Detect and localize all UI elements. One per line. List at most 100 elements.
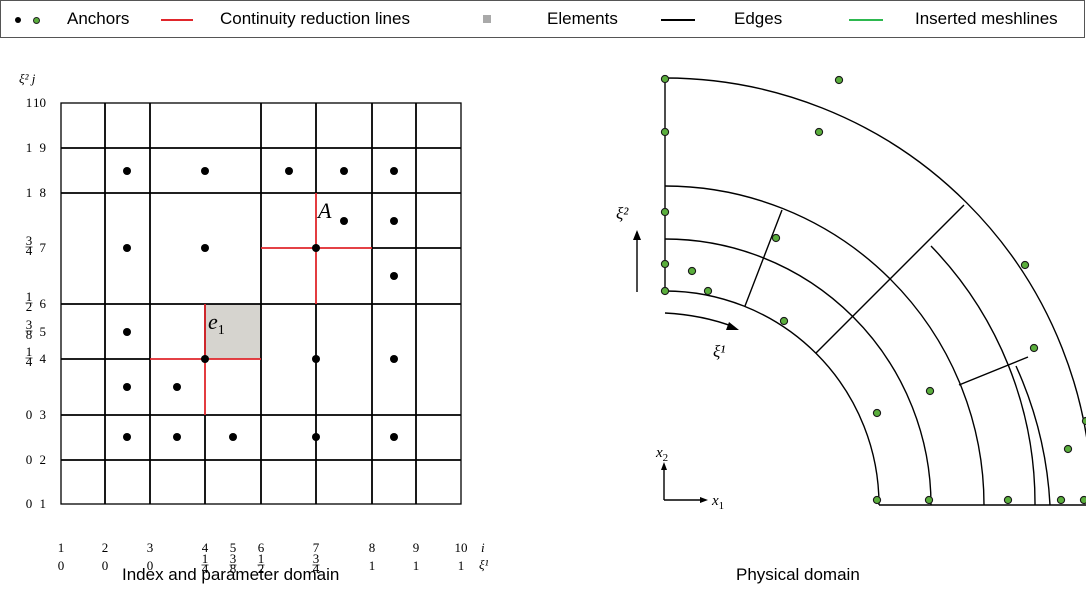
i-tick-label: 9 <box>413 540 420 555</box>
xi2-tick-label: 12 <box>25 289 33 314</box>
xi2-tick-label: 1 <box>26 185 33 200</box>
xi1-arrow <box>664 312 735 328</box>
x2-axis-head <box>661 462 667 470</box>
legend-continuity-label: Continuity reduction lines <box>220 9 410 28</box>
j-tick-label: 9 <box>40 140 47 155</box>
j-tick-label: 8 <box>40 185 47 200</box>
axis-title-xi2-j: ξ² j <box>19 71 36 86</box>
continuity-line-swatch <box>161 19 193 21</box>
legend-edges-label: Edges <box>734 9 783 28</box>
caption-index-domain: Index and parameter domain <box>122 565 340 584</box>
xi1-tick-label: 1 <box>369 558 376 573</box>
svg-text:1: 1 <box>258 551 265 566</box>
legend: Anchors Continuity reduction lines Eleme… <box>0 0 1085 38</box>
svg-text:2: 2 <box>26 299 33 314</box>
i-tick-label: 2 <box>102 540 109 555</box>
svg-text:4: 4 <box>26 354 33 369</box>
edges-vertical <box>104 103 417 504</box>
j-tick-label: 4 <box>40 351 47 366</box>
xi1-tick-label: 14 <box>201 551 209 576</box>
i-tick-label: 4 <box>202 540 209 555</box>
j-tick-label: 2 <box>40 452 47 467</box>
xi1-tick-label: 1 <box>458 558 465 573</box>
svg-text:3: 3 <box>26 317 33 332</box>
anchor-black-swatch <box>15 17 21 23</box>
i-tick-label: 7 <box>313 540 320 555</box>
svg-text:1: 1 <box>202 551 209 566</box>
svg-text:4: 4 <box>26 243 33 258</box>
xi2-tick-label: 1 <box>26 140 33 155</box>
i-tick-label: 6 <box>258 540 265 555</box>
j-tick-label: 1 <box>40 496 47 511</box>
arc-partial-b <box>1015 365 1051 506</box>
caption-physical-domain: Physical domain <box>736 565 860 584</box>
physical-domain <box>633 74 1086 506</box>
label-A: A <box>316 198 332 223</box>
xi1-tick-label: 0 <box>147 558 154 573</box>
svg-text:1: 1 <box>26 289 33 304</box>
legend-inserted-label: Inserted meshlines <box>915 9 1058 28</box>
xi1-arrowhead <box>726 322 739 330</box>
j-tick-label: 3 <box>40 407 47 422</box>
svg-text:4: 4 <box>202 561 209 576</box>
anchors-physical <box>660 74 1086 505</box>
x1-axis-head <box>700 497 708 503</box>
xi2-tick-label: 38 <box>25 317 33 342</box>
svg-text:3: 3 <box>26 233 33 248</box>
inserted-meshline-swatch <box>849 19 883 21</box>
xi1-tick-label: 0 <box>58 558 65 573</box>
svg-text:1: 1 <box>26 344 33 359</box>
axis-title-xi1: ξ¹ <box>479 557 489 572</box>
label-x1: x1 <box>711 493 724 512</box>
xi2-tick-label: 0 <box>26 407 33 422</box>
j-tick-labels: 1 2 3 4 5 6 7 8 9 10 <box>33 95 47 511</box>
label-xi1-physical: ξ¹ <box>713 342 725 361</box>
xi2-arrowhead <box>633 230 641 240</box>
svg-text:2: 2 <box>258 561 265 576</box>
radial-2 <box>815 204 965 354</box>
arc-outer <box>664 77 1086 439</box>
i-tick-label: 8 <box>369 540 376 555</box>
xi1-tick-label: 0 <box>102 558 109 573</box>
j-tick-label: 10 <box>33 95 46 110</box>
axis-title-i: i <box>481 540 485 555</box>
arc-inner <box>664 290 880 506</box>
i-tick-label: 5 <box>230 540 237 555</box>
xi2-tick-label: 34 <box>25 233 33 258</box>
xi2-tick-label: 0 <box>26 452 33 467</box>
label-x2: x2 <box>655 445 668 464</box>
xi1-tick-label: 38 <box>229 551 237 576</box>
element-swatch <box>483 15 491 23</box>
j-tick-label: 5 <box>40 324 47 339</box>
svg-text:8: 8 <box>230 561 237 576</box>
j-tick-label: 6 <box>40 296 47 311</box>
edge-swatch <box>661 19 695 21</box>
xi2-tick-label: 1 <box>26 95 33 110</box>
svg-text:3: 3 <box>230 551 237 566</box>
svg-text:4: 4 <box>313 561 320 576</box>
legend-elements-label: Elements <box>547 9 618 28</box>
j-tick-label: 7 <box>40 240 47 255</box>
element-e1 <box>205 304 261 359</box>
xi1-tick-label: 34 <box>312 551 320 576</box>
arc-3 <box>664 185 985 506</box>
radial-3 <box>958 356 1029 386</box>
label-xi2-physical: ξ² <box>616 204 629 223</box>
xi1-tick-label: 1 <box>413 558 420 573</box>
i-tick-label: 1 <box>58 540 65 555</box>
svg-text:8: 8 <box>26 327 33 342</box>
radial-1 <box>744 209 783 307</box>
xi2-tick-label: 14 <box>25 344 33 369</box>
i-tick-label: 10 <box>455 540 468 555</box>
label-e1: e1 <box>208 309 225 338</box>
anchor-green-swatch <box>33 17 40 24</box>
anchors-index <box>123 167 398 441</box>
arc-2 <box>664 238 932 506</box>
i-tick-label: 3 <box>147 540 154 555</box>
legend-anchors-label: Anchors <box>67 9 130 28</box>
svg-text:3: 3 <box>313 551 320 566</box>
